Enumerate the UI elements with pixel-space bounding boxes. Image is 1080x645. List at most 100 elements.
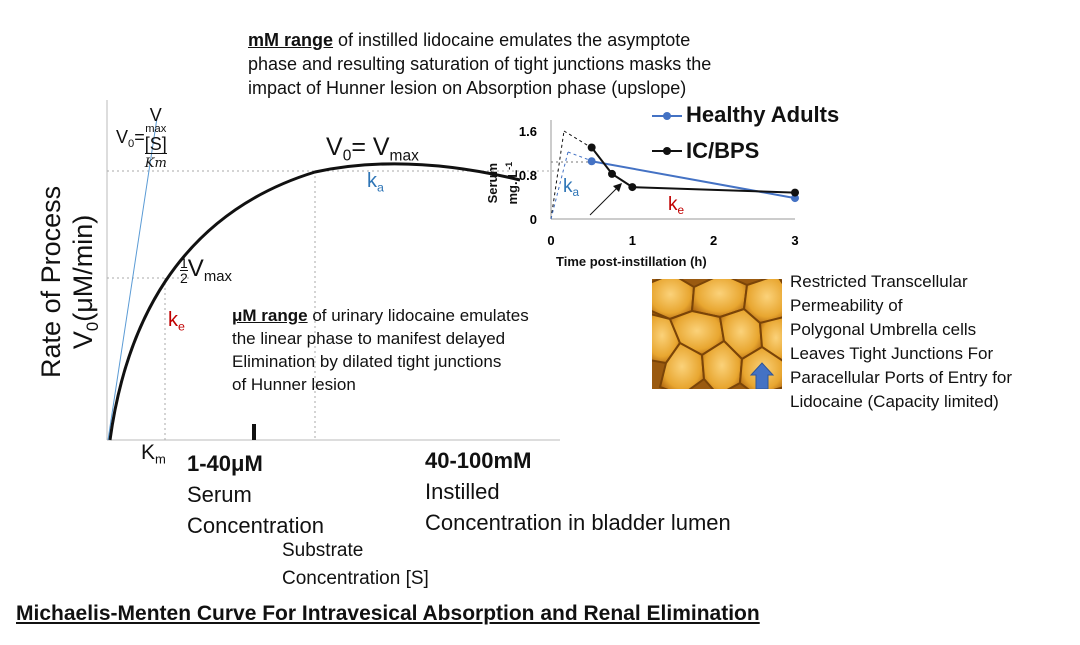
serum-range: 1-40μM	[187, 451, 263, 476]
half-den: 2	[180, 269, 188, 286]
legend-healthy-marker	[663, 112, 671, 120]
main-ke-label: ke	[168, 309, 185, 333]
cell-caption: Restricted Transcellular Permeability of…	[790, 270, 1075, 414]
saturation-curve	[108, 162, 521, 441]
inset-series-point	[791, 194, 799, 203]
serum-concentration-block: 1-40μM Serum Concentration	[187, 448, 324, 541]
inset-y-tick-label: 1.6	[519, 124, 537, 139]
inset-series-point	[587, 157, 596, 166]
inset-y-label-sup: -1	[503, 161, 514, 170]
legend-ic-marker	[663, 147, 671, 155]
serum-line2: Concentration	[187, 513, 324, 538]
inset-x-tick-label: 3	[791, 233, 798, 248]
equation-eq: =	[134, 126, 145, 147]
umbrella-cells-image	[652, 279, 782, 389]
half-vmax-v: V	[187, 255, 204, 282]
inset-series-point	[628, 183, 637, 192]
x-axis-label-line2: Concentration [S]	[282, 568, 429, 589]
instilled-range: 40-100mM	[425, 448, 532, 473]
inset-ticks: 0 1 2 3 0 0.8 1.6	[519, 124, 799, 248]
um-range-line4: of Hunner lesion	[232, 375, 356, 394]
inset-y-tick-label: 0	[530, 212, 537, 227]
inset-x-tick-label: 0	[547, 233, 554, 248]
inset-ke-sub: e	[677, 204, 685, 218]
inset-ic-absorption-line-2	[563, 130, 593, 149]
inset-ke-label: ke	[668, 194, 684, 217]
cell-caption-line4: Leaves Tight Junctions For	[790, 344, 994, 363]
inset-ka-sub: a	[572, 186, 580, 200]
inset-ka-label: ka	[563, 176, 579, 199]
inset-ic-absorption-line	[550, 130, 565, 220]
inset-arrow-head	[613, 183, 622, 192]
main-ka-label: ka	[367, 170, 384, 194]
cell-caption-line1: Restricted Transcellular	[790, 272, 968, 291]
instilled-line1: Instilled	[425, 479, 500, 504]
km-label: Km	[141, 441, 166, 467]
main-ka-sub: a	[377, 180, 384, 195]
initial-slope-line	[107, 117, 158, 441]
equation-num-sub: max	[145, 123, 167, 135]
inset-series-point	[587, 143, 596, 152]
inset-y-label-line2: mg. L	[505, 169, 521, 205]
um-range-line2: the linear phase to manifest delayed	[232, 329, 506, 348]
um-range-lead: μM range	[232, 306, 308, 325]
vmax-label-eq: = V	[351, 133, 390, 161]
inset-arrow-line	[589, 184, 621, 216]
km-k: K	[141, 441, 156, 464]
mm-range-line1: of instilled lidocaine emulates the asym…	[333, 30, 691, 50]
mm-range-note: mM range of instilled lidocaine emulates…	[248, 28, 888, 100]
cell-caption-line3: Polygonal Umbrella cells	[790, 320, 977, 339]
inset-x-tick-label: 1	[629, 233, 636, 248]
legend-healthy-label: Healthy Adults	[686, 102, 840, 127]
km-sub: m	[155, 451, 166, 467]
inset-series-point	[608, 169, 616, 178]
equation-num: V	[149, 105, 162, 125]
equation-lhs: V	[116, 126, 129, 147]
inset-y-label: Serum mg. L-1	[485, 133, 521, 233]
equation-den: Km	[144, 156, 167, 172]
half-num: 1	[180, 254, 188, 271]
x-axis-label-line1: Substrate	[282, 540, 364, 561]
cell-caption-line2: Permeability of	[790, 296, 903, 315]
equation-lhs-sub: 0	[128, 137, 135, 150]
inset-x-tick-label: 2	[710, 233, 717, 248]
um-range-line1: of urinary lidocaine emulates	[307, 306, 529, 325]
serum-line1: Serum	[187, 482, 252, 507]
footer-title: Michaelis-Menten Curve For Intravesical …	[16, 602, 760, 625]
serum-range-tick	[252, 424, 256, 440]
inset-ka-k: k	[563, 176, 573, 197]
vmax-label: V0= Vmax	[326, 133, 419, 165]
paracellular-arrow-icon	[749, 362, 775, 389]
instilled-concentration-block: 40-100mM Instilled Concentration in blad…	[425, 445, 731, 538]
main-ke-k: k	[168, 309, 178, 331]
inset-series	[587, 143, 799, 203]
cell-caption-line6: Lidocaine (Capacity limited)	[790, 392, 999, 411]
cell-caption-line5: Paracellular Ports of Entry for	[790, 368, 1013, 387]
main-ke-sub: e	[178, 319, 185, 334]
inset-x-label: Time post-instillation (h)	[556, 254, 707, 269]
instilled-line2: Concentration in bladder lumen	[425, 510, 731, 535]
um-range-note: μM range of urinary lidocaine emulates t…	[232, 304, 602, 396]
vmax-label-max-sub: max	[389, 147, 419, 165]
inset-y-label-line1: Serum	[484, 162, 500, 204]
vmax-label-v-sub: 0	[342, 147, 352, 165]
inset-series-line	[590, 146, 796, 194]
mm-range-line3: impact of Hunner lesion on Absorption ph…	[248, 78, 687, 98]
main-ka-k: k	[367, 170, 377, 192]
vmax-label-v: V	[326, 133, 343, 161]
um-range-line3: Elimination by dilated tight junctions	[232, 352, 502, 371]
legend-ic-label: IC/BPS	[686, 138, 760, 163]
inset-ke-k: k	[668, 194, 678, 215]
half-vmax-sub: max	[203, 269, 232, 286]
mm-range-lead: mM range	[248, 30, 334, 50]
inset-y-tick-label: 0.8	[519, 168, 537, 183]
mm-range-line2: phase and resulting saturation of tight …	[248, 54, 712, 74]
inset-axes	[550, 120, 795, 220]
inset-healthy-absorption-line-2	[567, 151, 593, 162]
inset-series-point	[791, 188, 799, 197]
x-axis-label: Substrate Concentration [S]	[282, 537, 429, 593]
